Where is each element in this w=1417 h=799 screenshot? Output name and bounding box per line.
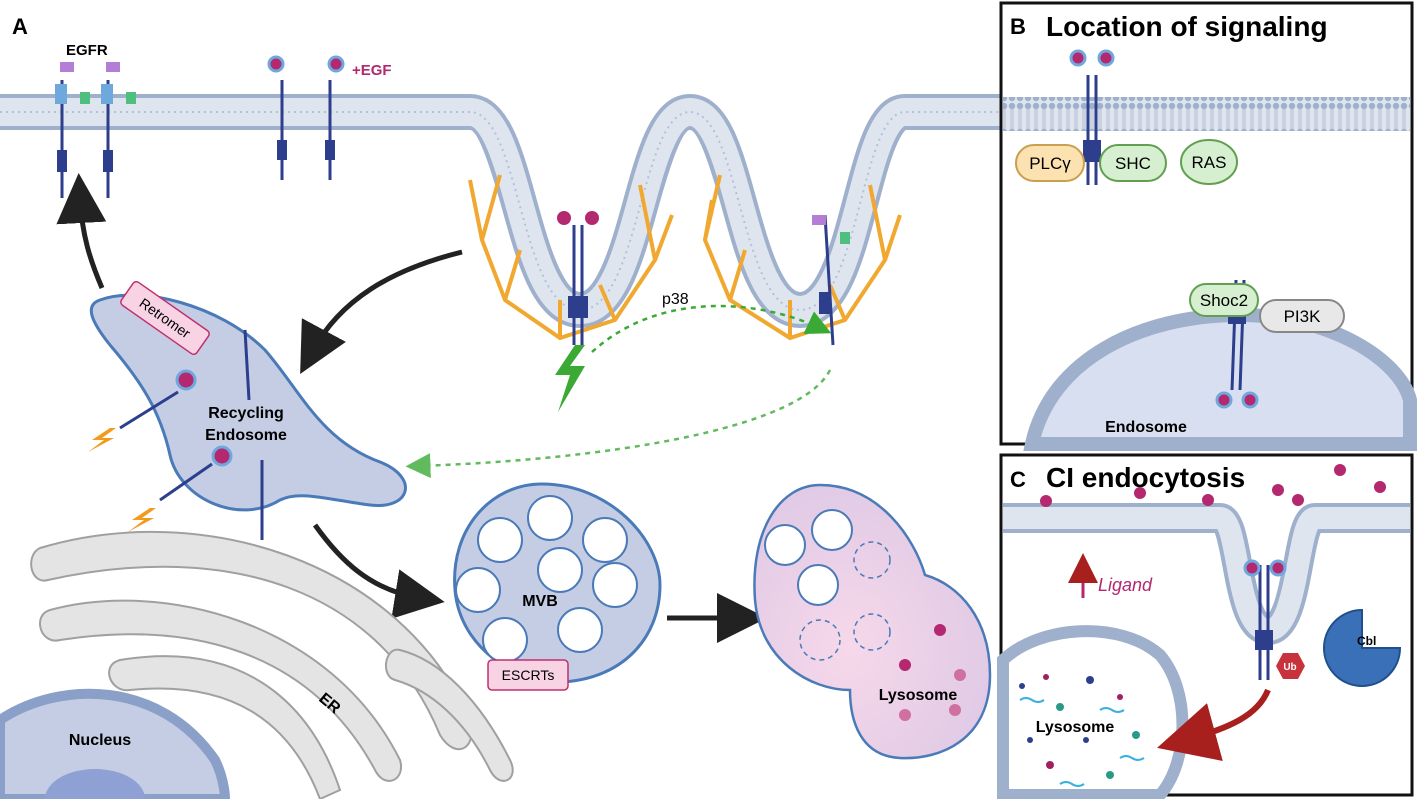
ras-label: RAS xyxy=(1192,153,1227,172)
ub-label: Ub xyxy=(1283,662,1296,673)
panel-b-title: Location of signaling xyxy=(1046,11,1328,42)
endosome-ligand xyxy=(175,369,197,391)
ras-pill xyxy=(1180,139,1238,185)
egf-label: +EGF xyxy=(352,62,392,79)
endocytosis-arrow xyxy=(300,249,463,375)
pi3k-pill xyxy=(1259,299,1345,333)
shoc2-label: Shoc2 xyxy=(1200,291,1248,310)
signaling-bolt-orange xyxy=(128,508,156,532)
escrts-label: ESCRTs xyxy=(502,667,555,683)
escrts-box xyxy=(487,659,569,691)
recycling-endosome xyxy=(89,293,407,512)
lysosome-a xyxy=(753,483,992,760)
panel-b-surface-dimer xyxy=(1069,49,1115,185)
panel-b-endosome-label: Endosome xyxy=(1105,419,1187,436)
nucleus xyxy=(0,688,231,799)
shc-pill xyxy=(1099,144,1167,182)
panel-c-lysosome xyxy=(997,625,1189,799)
panel-a-letter: A xyxy=(12,14,28,39)
pi3k-label: PI3K xyxy=(1284,307,1322,326)
cbl-label: Cbl xyxy=(1357,634,1376,648)
endoplasmic-reticulum xyxy=(30,530,514,799)
shc-label: SHC xyxy=(1115,154,1151,173)
shoc2-pill xyxy=(1189,283,1259,317)
mvb xyxy=(453,482,662,684)
ub-hexagon xyxy=(1276,653,1305,679)
clathrin-coat-left xyxy=(468,174,674,341)
nucleus-label: Nucleus xyxy=(69,732,131,749)
recycling-endosome-label-1: Recycling xyxy=(208,405,284,422)
to-mvb-black-arrow xyxy=(312,523,445,619)
p38-label: p38 xyxy=(662,291,689,308)
cbl-shape xyxy=(1323,608,1402,687)
panel-c-letter: C xyxy=(1010,467,1026,492)
plasma-membrane xyxy=(0,93,1000,329)
mvb-label: MVB xyxy=(522,593,558,610)
panel-b-letter: B xyxy=(1010,14,1026,39)
plcy-pill xyxy=(1015,144,1085,182)
signaling-bolt-green xyxy=(555,345,585,412)
egf-bound-receptors xyxy=(267,55,345,180)
endosome-ligand xyxy=(211,445,233,467)
endosome-receptors xyxy=(119,329,264,540)
receptor-dimer-left-pit xyxy=(557,211,599,345)
lysosome-a-label: Lysosome xyxy=(879,687,958,704)
egfr-label: EGFR xyxy=(66,42,108,59)
p38-arrow xyxy=(591,304,832,353)
ligand-label: Ligand xyxy=(1098,575,1153,595)
panel-b-membrane xyxy=(1003,97,1410,131)
recycling-endosome-label-2: Endosome xyxy=(205,427,287,444)
panel-c-ligands xyxy=(1040,464,1386,507)
panel-c-dimer xyxy=(1243,559,1287,680)
receptor-right-pit xyxy=(812,214,850,346)
panel-c-lysosome-label: Lysosome xyxy=(1036,719,1115,736)
clathrin-coat-right xyxy=(702,174,902,341)
to-mvb-arrow xyxy=(405,369,832,479)
signaling-bolt-orange xyxy=(88,428,116,452)
plcy-label: PLCγ xyxy=(1029,154,1071,173)
recycling-arrow xyxy=(56,173,107,289)
panel-c-title: CI endocytosis xyxy=(1046,462,1245,493)
to-lysosome-red-arrow xyxy=(1157,688,1271,762)
